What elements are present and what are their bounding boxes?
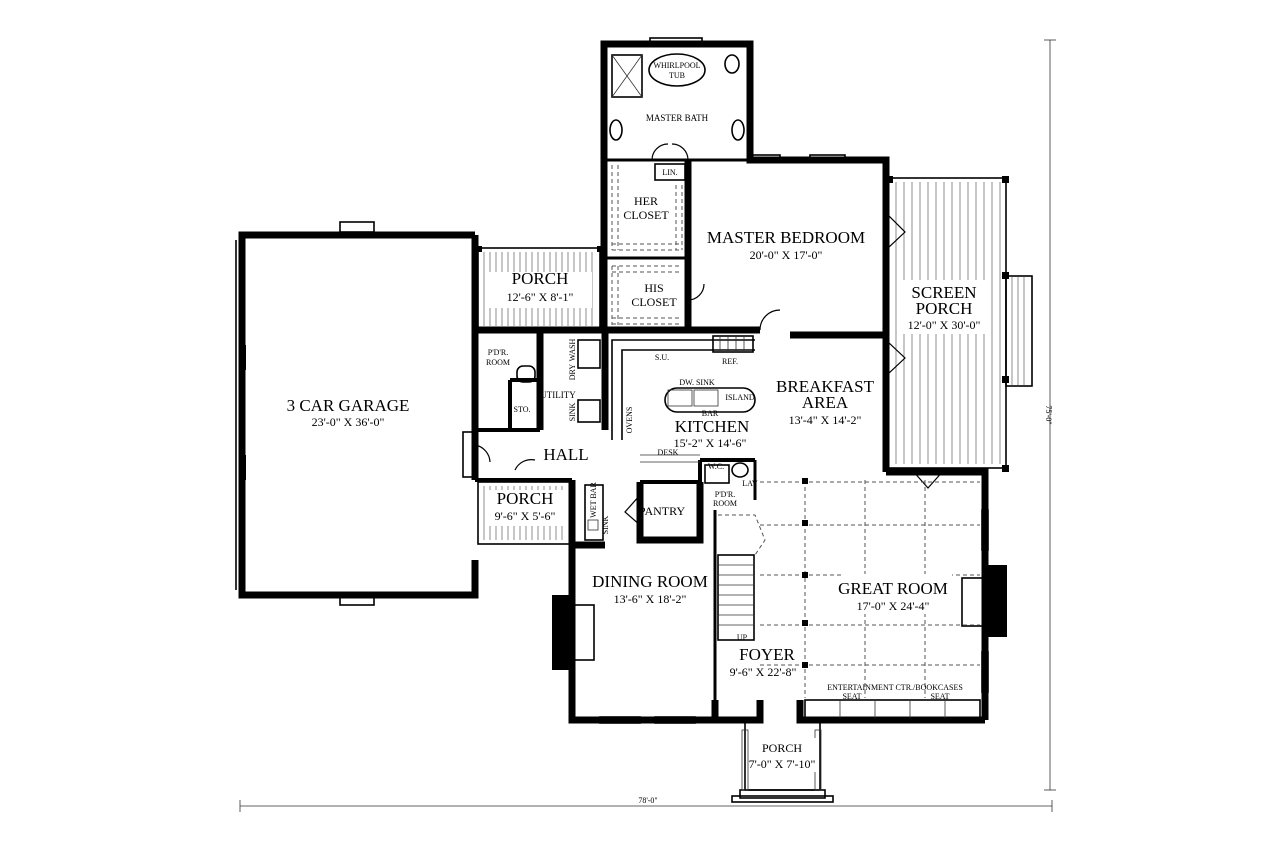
whirlpool-line1: WHIRLPOOL	[653, 61, 700, 70]
dining-dim: 13'-6" X 18'-2"	[614, 592, 687, 606]
dimension-lines	[239, 39, 1056, 812]
porch-front-name: PORCH	[762, 741, 802, 755]
stairs: UP	[717, 514, 766, 642]
lav-label: LAV	[742, 479, 758, 488]
porch-side-dim: 9'-6" X 5'-6"	[495, 509, 556, 523]
overall-depth-label: 75'-0"	[1044, 405, 1053, 424]
screen-porch-name1: SCREEN	[911, 283, 976, 302]
his-closet-line1: HIS	[644, 281, 663, 295]
hall-name: HALL	[543, 445, 588, 464]
pdr-right-line2: ROOM	[713, 499, 737, 508]
screen-porch-dim: 12'-0" X 30'-0"	[908, 318, 981, 332]
his-closet-line2: CLOSET	[631, 295, 677, 309]
utility-label: UTILITY	[540, 390, 576, 400]
dining-name: DINING ROOM	[592, 572, 708, 591]
desk-label: DESK	[658, 448, 679, 457]
porch-back-name: PORCH	[512, 269, 569, 288]
seat-left-label: SEAT	[842, 692, 861, 701]
master-bedroom-dim: 20'-0" X 17'-0"	[750, 248, 823, 262]
lin-label: LIN.	[662, 168, 677, 177]
ref-label: REF.	[722, 357, 738, 366]
breakfast-name2: AREA	[802, 393, 849, 412]
breakfast-dim: 13'-4" X 14'-2"	[789, 413, 862, 427]
main-house	[471, 326, 1007, 724]
pdr-left-line2: ROOM	[486, 358, 510, 367]
entertainment-label: ENTERTAINMENT CTR./BOOKCASES	[827, 683, 963, 692]
her-closet-line1: HER	[634, 194, 658, 208]
great-room-dim: 17'-0" X 24'-4"	[857, 599, 930, 613]
breakfast-name1: BREAKFAST	[776, 377, 875, 396]
overall-width-label: 78'-0"	[638, 796, 657, 805]
porch-front: PORCH 7'-0" X 7'-10"	[731, 722, 834, 803]
her-closet-line2: CLOSET	[623, 208, 669, 222]
great-room-name: GREAT ROOM	[838, 579, 948, 598]
garage-dim: 23'-0" X 36'-0"	[312, 415, 385, 429]
porch-front-dim: 7'-0" X 7'-10"	[749, 757, 816, 771]
garage-name: 3 CAR GARAGE	[287, 396, 410, 415]
porch-side: PORCH 9'-6" X 5'-6" WET BAR SINK	[477, 481, 610, 545]
seat-right-label: SEAT	[930, 692, 949, 701]
screen-porch: SCREEN PORCH 12'-0" X 30'-0"	[886, 176, 1033, 489]
foyer-name: FOYER	[739, 645, 795, 664]
master-bedroom-name: MASTER BEDROOM	[707, 228, 865, 247]
porch-side-name: PORCH	[497, 489, 554, 508]
master-bath-label: MASTER BATH	[646, 113, 709, 123]
wc-label: W.C.	[708, 462, 724, 471]
sink-bar-label: SINK	[601, 515, 610, 534]
ovens-label: OVENS	[625, 407, 634, 434]
wash-label: WASH	[568, 338, 577, 361]
great-room: GREAT ROOM 17'-0" X 24'-4" ENTERTAINMENT…	[760, 478, 981, 719]
whirlpool-line2: TUB	[669, 71, 685, 80]
porch-back: PORCH 12'-6" X 8'-1"	[476, 246, 603, 333]
wet-bar-label: WET BAR	[589, 482, 598, 518]
su-label: S.U.	[655, 353, 669, 362]
pantry-label: PANTRY	[639, 504, 686, 518]
master-suite: LIN. HER CLOSET HIS CLOSET WHIRLPOOL TUB…	[600, 37, 890, 339]
bar-label: BAR	[702, 409, 719, 418]
up-label: UP	[737, 633, 748, 642]
pdr-left-line1: P'D'R.	[488, 348, 508, 357]
kitchen-name: KITCHEN	[675, 417, 750, 436]
screen-porch-name2: PORCH	[916, 299, 973, 318]
dw-sink-label: DW. SINK	[679, 378, 714, 387]
sto-label: STO.	[514, 405, 531, 414]
kitchen-dim: 15'-2" X 14'-6"	[674, 436, 747, 450]
dry-label: DRY	[568, 364, 577, 381]
foyer-dim: 9'-6" X 22'-8"	[730, 665, 797, 679]
kitchen: S.U. REF. DW. SINK ISLAND BAR OVENS DESK…	[611, 335, 756, 463]
pdr-right-line1: P'D'R.	[715, 490, 735, 499]
island-label: ISLAND	[725, 393, 755, 402]
porch-back-dim: 12'-6" X 8'-1"	[507, 290, 574, 304]
sink-utility-label: SINK	[568, 402, 577, 421]
utility-area: P'D'R. ROOM STO. UTILITY DRY WASH SINK	[474, 338, 601, 471]
